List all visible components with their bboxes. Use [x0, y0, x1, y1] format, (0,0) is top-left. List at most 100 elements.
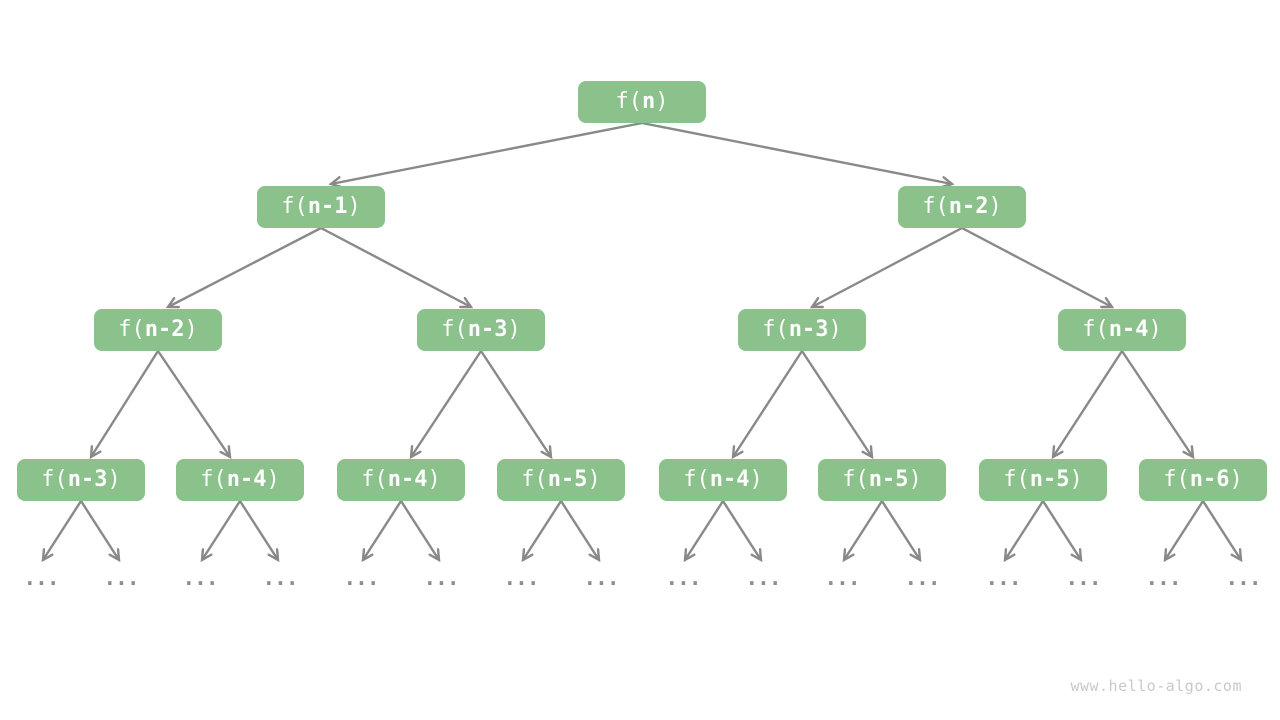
node-label-prefix: f( — [118, 317, 145, 342]
edge-arrow — [521, 500, 563, 563]
node-label-arg: n-6 — [1189, 467, 1230, 492]
ellipsis: ... — [1225, 566, 1262, 590]
node-label-arg: n-2 — [948, 194, 989, 219]
node-label-prefix: f( — [1003, 467, 1030, 492]
node-label-arg: n-3 — [67, 467, 108, 492]
node-label-suffix: ) — [184, 317, 198, 342]
edge-arrow — [479, 350, 553, 460]
node-label-suffix: ) — [655, 89, 669, 114]
ellipsis: ... — [423, 566, 460, 590]
edge-arrow — [361, 500, 403, 563]
node-label-prefix: f( — [762, 317, 789, 342]
ellipsis: ... — [583, 566, 620, 590]
edge-arrow — [1003, 500, 1045, 563]
edge-arrow — [1051, 350, 1124, 460]
ellipsis: ... — [23, 566, 60, 590]
edge-arrow — [880, 500, 922, 563]
edge-arrow — [1121, 350, 1195, 460]
node-label-prefix: f( — [441, 317, 468, 342]
node-label-arg: n-5 — [1029, 467, 1070, 492]
node-label-suffix: ) — [749, 467, 763, 492]
node-label-prefix: f( — [683, 467, 710, 492]
edge-arrow — [399, 500, 441, 563]
ellipsis: ... — [103, 566, 140, 590]
tree-node: f(n-5) — [818, 459, 946, 501]
node-label-suffix: ) — [266, 467, 280, 492]
tree-node: f(n-3) — [417, 309, 545, 351]
tree-node: f(n-4) — [659, 459, 787, 501]
tree-node: f(n-4) — [176, 459, 304, 501]
node-label-prefix: f( — [521, 467, 548, 492]
node-label-prefix: f( — [842, 467, 869, 492]
edge-arrow — [809, 226, 963, 309]
node-label-prefix: f( — [1082, 317, 1109, 342]
node-label-prefix: f( — [1163, 467, 1190, 492]
ellipsis: ... — [745, 566, 782, 590]
node-label-arg: n-4 — [709, 467, 750, 492]
watermark: www.hello-algo.com — [1070, 677, 1242, 695]
ellipsis: ... — [1145, 566, 1182, 590]
tree-node: f(n-5) — [497, 459, 625, 501]
edge-arrow — [41, 500, 83, 563]
node-label-suffix: ) — [828, 317, 842, 342]
edge-arrow — [200, 500, 242, 563]
node-label-prefix: f( — [922, 194, 949, 219]
node-label-prefix: f( — [41, 467, 68, 492]
tree-node: f(n-3) — [738, 309, 866, 351]
node-label-suffix: ) — [347, 194, 361, 219]
node-label-arg: n-3 — [788, 317, 829, 342]
node-label-suffix: ) — [1069, 467, 1083, 492]
edge-arrow — [1041, 500, 1083, 563]
tree-node: f(n-5) — [979, 459, 1107, 501]
edge-arrow — [559, 500, 601, 563]
edge-arrow — [1163, 500, 1205, 563]
edge-arrow — [641, 121, 955, 189]
tree-node: f(n-1) — [257, 186, 385, 228]
edge-arrow — [89, 350, 160, 460]
node-label-arg: n-5 — [868, 467, 909, 492]
edge-arrow — [409, 350, 483, 460]
ellipsis: ... — [904, 566, 941, 590]
edge-arrow — [238, 500, 280, 563]
node-label-suffix: ) — [908, 467, 922, 492]
node-label-arg: n-4 — [226, 467, 267, 492]
ellipsis: ... — [1065, 566, 1102, 590]
node-label-prefix: f( — [281, 194, 308, 219]
node-label-arg: n-1 — [307, 194, 348, 219]
node-label-prefix: f( — [361, 467, 388, 492]
edge-arrow — [328, 121, 643, 189]
node-label-arg: n-4 — [387, 467, 428, 492]
node-label-suffix: ) — [988, 194, 1002, 219]
edge-arrow — [1201, 500, 1243, 563]
edge-arrow — [320, 226, 474, 309]
ellipsis: ... — [343, 566, 380, 590]
ellipsis: ... — [182, 566, 219, 590]
node-label-arg: n-2 — [144, 317, 185, 342]
edge-arrow — [683, 500, 725, 563]
edge-arrow — [165, 226, 322, 309]
ellipsis: ... — [985, 566, 1022, 590]
node-label-suffix: ) — [1229, 467, 1243, 492]
node-label-suffix: ) — [107, 467, 121, 492]
ellipsis: ... — [824, 566, 861, 590]
edge-arrow — [79, 500, 121, 563]
ellipsis: ... — [665, 566, 702, 590]
tree-node: f(n-2) — [898, 186, 1026, 228]
node-label-arg: n — [642, 89, 656, 114]
node-label-suffix: ) — [427, 467, 441, 492]
edge-arrow — [721, 500, 763, 563]
edge-arrow — [961, 226, 1115, 309]
node-label-arg: n-5 — [547, 467, 588, 492]
node-label-arg: n-3 — [467, 317, 508, 342]
tree-node: f(n-2) — [94, 309, 222, 351]
node-label-arg: n-4 — [1108, 317, 1149, 342]
node-label-suffix: ) — [507, 317, 521, 342]
node-label-prefix: f( — [615, 89, 643, 114]
edge-arrow — [842, 500, 884, 563]
tree-node: f(n-3) — [17, 459, 145, 501]
node-label-prefix: f( — [200, 467, 227, 492]
tree-node: f(n-4) — [1058, 309, 1186, 351]
tree-node: f(n-6) — [1139, 459, 1267, 501]
